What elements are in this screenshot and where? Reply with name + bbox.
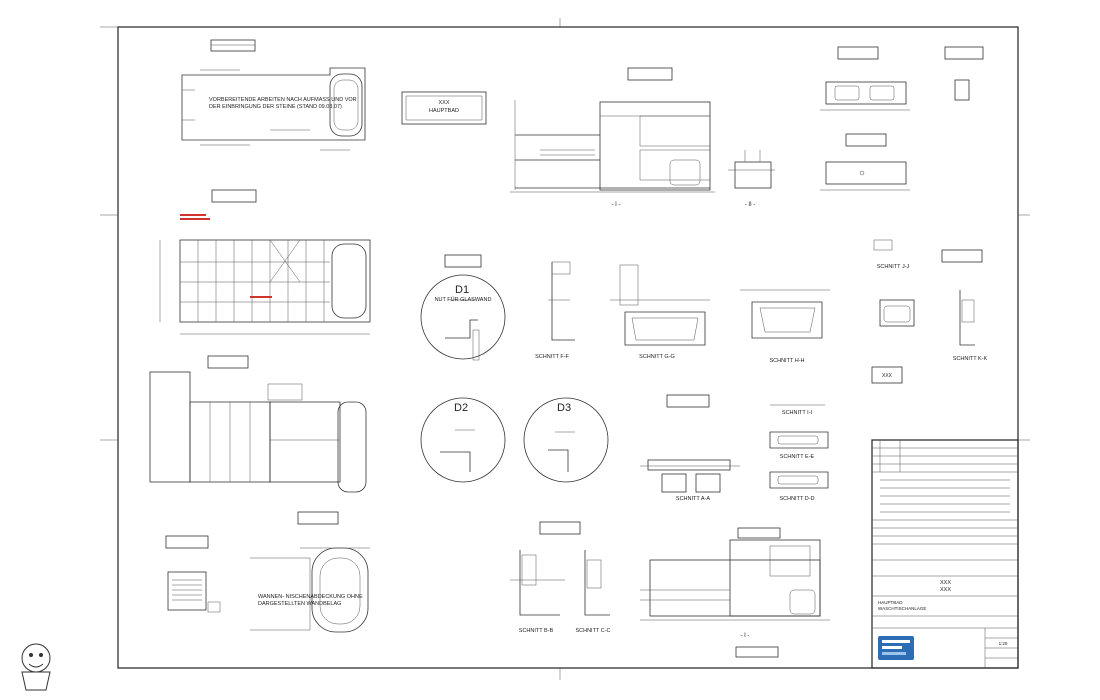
object-label: HAUPTBAD — [878, 600, 903, 605]
wall-elevation-plan — [149, 355, 367, 493]
section-hh-label: SCHNITT H-H — [769, 358, 804, 364]
preparation-note-2: DER EINBRINGUNG DER STEINE (STAND 09.03.… — [209, 104, 342, 110]
section-kk-label: SCHNITT K-K — [953, 356, 988, 362]
company-logo — [878, 636, 914, 660]
sheet-tag-box — [871, 366, 903, 384]
view-2-label: - II - — [745, 202, 756, 208]
small-unit-plan — [165, 535, 221, 613]
tub-note-1: WANNEN- NISCHENABDECKUNG OHNE — [258, 594, 363, 600]
view-1b-label: - I - — [741, 633, 750, 639]
sheet-tag: XXX — [882, 373, 893, 379]
section-aa: SCHNITT A-A — [640, 459, 740, 502]
mascot-figure — [21, 643, 51, 691]
section-ff: SCHNITT F-F — [535, 261, 575, 360]
section-kk: SCHNITT K-K — [941, 249, 988, 362]
section-gg-label: SCHNITT G-G — [639, 354, 675, 360]
project-line-2: XXX — [940, 587, 951, 593]
scale-value: 1:20 — [999, 641, 1008, 646]
detail-d1-title: D1 — [455, 284, 469, 296]
section-hh: SCHNITT H-H — [740, 289, 830, 364]
tub-note-2: DARGESTELLTEN WANDBELAG — [258, 601, 341, 607]
basin-plan-top-right — [820, 46, 984, 191]
section-bb-label: SCHNITT B-B — [519, 628, 554, 634]
detail-d1: D1 NUT FÜR GLASWAND — [420, 254, 506, 361]
section-ii: SCHNITT I-I — [666, 394, 825, 416]
main-title-label: XXX — [438, 100, 449, 106]
section-ee: SCHNITT E-E — [769, 431, 829, 460]
detail-d1-caption: NUT FÜR GLASWAND — [435, 296, 492, 303]
elevation-view-1: - I - — [510, 67, 715, 208]
tub-niche-plan: WANNEN- NISCHENABDECKUNG OHNE DARGESTELL… — [250, 511, 370, 633]
object-sub: WASCHTISCHANLAGE — [878, 606, 926, 611]
project-line-1: XXX — [940, 580, 951, 586]
section-dd-label: SCHNITT D-D — [779, 496, 814, 502]
section-jj: SCHNITT J-J — [873, 239, 915, 327]
tile-layout-plan — [159, 189, 371, 335]
section-bb: SCHNITT B-B — [510, 521, 581, 634]
view-1-label: - I - — [612, 202, 621, 208]
detail-d2-title: D2 — [454, 402, 468, 414]
preparation-note-1: VORBEREITENDE ARBEITEN NACH AUFMASS UND … — [209, 97, 357, 103]
section-cc: SCHNITT C-C — [575, 550, 611, 634]
elevation-view-1b: - I - — [640, 527, 830, 658]
detail-d3: D3 — [523, 397, 609, 483]
section-aa-label: SCHNITT A-A — [676, 496, 710, 502]
title-block: XXX XXX HAUPTBAD WASCHTISCHANLAGE 1:20 — [871, 439, 1019, 669]
detail-d3-title: D3 — [557, 402, 571, 414]
section-ee-label: SCHNITT E-E — [780, 454, 815, 460]
main-title-box: XXX HAUPTBAD — [401, 91, 487, 125]
section-jj-label: SCHNITT J-J — [877, 264, 910, 270]
main-title: HAUPTBAD — [429, 108, 459, 114]
section-ii-label: SCHNITT I-I — [782, 410, 813, 416]
elevation-view-2: - II - — [728, 150, 775, 208]
section-ff-label: SCHNITT F-F — [535, 354, 569, 360]
sheet-frame — [117, 26, 1019, 669]
section-gg: SCHNITT G-G — [610, 264, 710, 360]
section-dd: SCHNITT D-D — [769, 471, 829, 502]
plan-preparation: VORBEREITENDE ARBEITEN NACH AUFMASS UND … — [181, 39, 366, 151]
section-cc-label: SCHNITT C-C — [575, 628, 610, 634]
detail-d2: D2 — [420, 397, 506, 483]
